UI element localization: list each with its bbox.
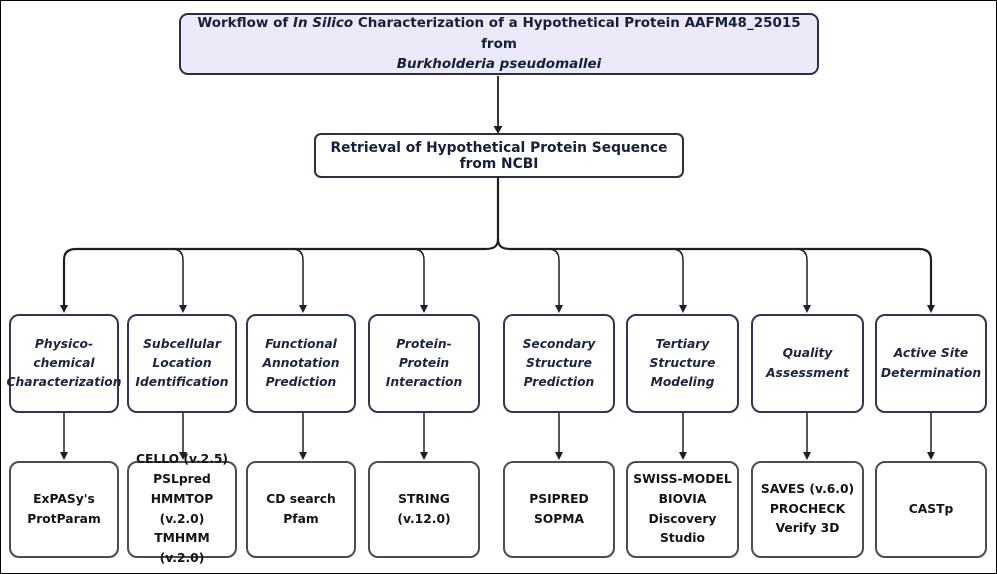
drop-branch-6 (671, 248, 684, 306)
drop-branch-3 (291, 248, 304, 306)
step-label: Physico- chemical Characterization (6, 336, 122, 390)
arrowhead-tool-4 (420, 452, 428, 460)
tool-label: ExPASy's ProtParam (27, 491, 101, 526)
arrowhead-step-2 (179, 305, 187, 313)
arrowhead-tool-8 (927, 452, 935, 460)
drop-branch-5 (547, 248, 560, 306)
step-box-functional-annotation: Functional Annotation Prediction (246, 314, 356, 413)
tool-label: SWISS-MODEL BIOVIA Discovery Studio (633, 472, 732, 546)
arrowhead-step-6 (679, 305, 687, 313)
step-label: Functional Annotation Prediction (262, 336, 340, 390)
arrowhead-step-1 (60, 305, 68, 313)
arrowhead-tool-1 (60, 452, 68, 460)
step-label: Active Site Determination (880, 346, 982, 380)
bus-left (62, 178, 500, 306)
step-box-tertiary-structure: Tertiary Structure Modeling (626, 314, 739, 413)
step-box-active-site: Active Site Determination (875, 314, 987, 413)
step-label: Subcellular Location Identification (135, 336, 229, 390)
arrowhead-tool-3 (299, 452, 307, 460)
bus-right (496, 238, 933, 306)
step-box-quality-assessment: Quality Assessment (751, 314, 864, 413)
title-part2: Characterization of a Hypothetical Prote… (353, 14, 801, 52)
tool-box-protparam: ExPASy's ProtParam (9, 461, 119, 558)
drop-branch-2 (171, 248, 184, 306)
tool-box-castp: CASTp (875, 461, 987, 558)
tool-label: CELLO (v.2.5) PSLpred HMMTOP (v.2.0) TMH… (135, 452, 229, 565)
tool-box-cello-pslpred-hmmtop-tmhmm: CELLO (v.2.5) PSLpred HMMTOP (v.2.0) TMH… (127, 452, 237, 565)
retrieval-box: Retrieval of Hypothetical Protein Sequen… (314, 133, 684, 178)
title-organism-name: Burkholderia pseudomallei (396, 56, 602, 73)
step-label: Protein-Protein Interaction (385, 336, 463, 390)
arrowhead-tool-5 (555, 452, 563, 460)
tool-label: SAVES (v.6.0) PROCHECK Verify 3D (760, 481, 855, 536)
step-label: Secondary Structure Prediction (522, 336, 596, 390)
arrowhead-tool-7 (803, 452, 811, 460)
drop-branch-7 (795, 248, 808, 306)
workflow-title-text: Workflow of In Silico Characterization o… (195, 13, 803, 76)
retrieval-label: Retrieval of Hypothetical Protein Sequen… (330, 139, 668, 172)
arrowhead-step-3 (299, 305, 307, 313)
tool-label: CD search Pfam (266, 491, 336, 526)
tool-label: PSIPRED SOPMA (529, 491, 589, 526)
arrowhead-step-4 (420, 305, 428, 313)
step-label: Quality Assessment (766, 346, 849, 380)
tool-label: CASTp (908, 501, 954, 516)
drop-branch-4 (412, 248, 425, 306)
tool-box-swissmodel-biovia: SWISS-MODEL BIOVIA Discovery Studio (626, 461, 739, 558)
tool-box-saves-procheck-verify3d: SAVES (v.6.0) PROCHECK Verify 3D (751, 461, 864, 558)
arrowhead-step-7 (803, 305, 811, 313)
arrowhead-tool-6 (679, 452, 687, 460)
arrowhead-step-5 (555, 305, 563, 313)
arrowhead-step-8 (927, 305, 935, 313)
step-box-secondary-structure: Secondary Structure Prediction (503, 314, 615, 413)
step-box-physicochemical: Physico- chemical Characterization (6, 314, 122, 413)
step-label: Tertiary Structure Modeling (649, 336, 716, 390)
tool-label: STRING (v.12.0) (397, 491, 451, 526)
title-italic-in-silico: In Silico (292, 14, 354, 31)
title-part1: Workflow of (197, 14, 293, 31)
workflow-title-box: Workflow of In Silico Characterization o… (179, 13, 819, 75)
step-box-protein-protein-interaction: Protein-Protein Interaction (368, 314, 480, 413)
step-box-subcellular-location: Subcellular Location Identification (127, 314, 237, 413)
tool-box-string: STRING (v.12.0) (368, 461, 480, 558)
tool-box-psipred-sopma: PSIPRED SOPMA (503, 461, 615, 558)
tool-box-cdsearch-pfam: CD search Pfam (246, 461, 356, 558)
